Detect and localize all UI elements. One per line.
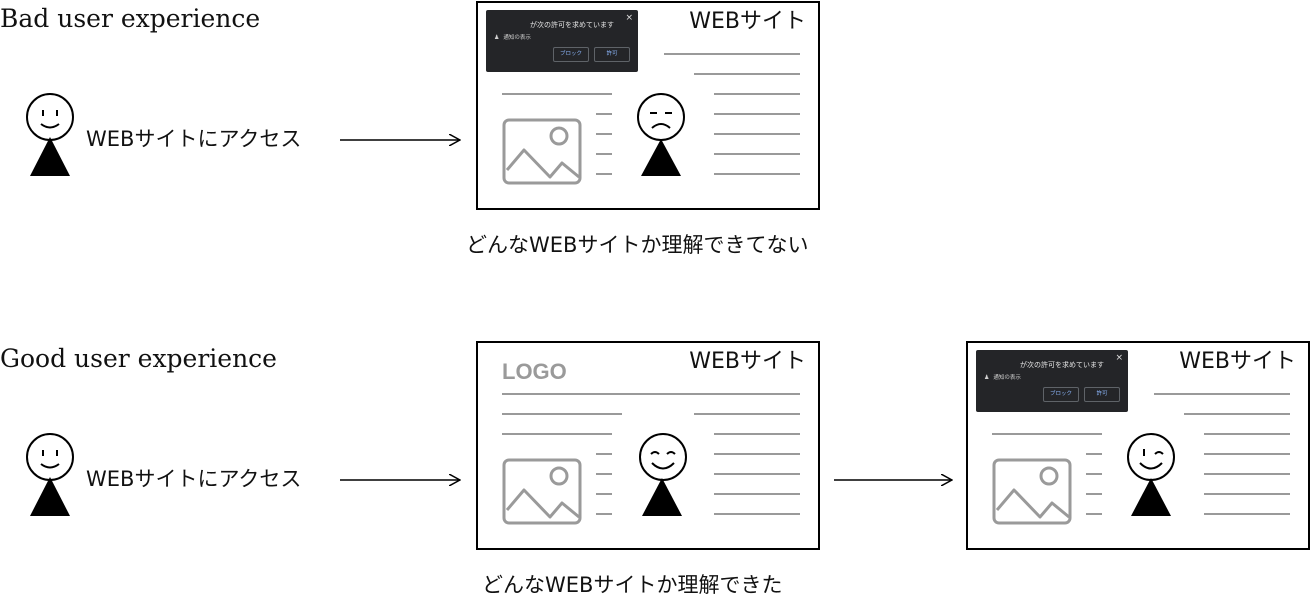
bad-caption: どんなWEBサイトか理解できてない bbox=[466, 233, 809, 257]
popup-title: が次の許可を求めています bbox=[530, 21, 614, 29]
popup-block-button[interactable]: ブロック bbox=[1043, 387, 1079, 402]
bad-site-title: WEBサイト bbox=[689, 9, 806, 34]
notification-permission-popup-later: × が次の許可を求めています ♟通知の表示 ブロック 許可 bbox=[976, 350, 1128, 412]
popup-permission-row: ♟通知の表示 bbox=[494, 33, 531, 41]
bell-icon: ♟ bbox=[494, 34, 500, 41]
popup-close-icon[interactable]: × bbox=[625, 13, 633, 23]
popup-allow-button[interactable]: 許可 bbox=[1084, 387, 1120, 402]
popup-title: が次の許可を求めています bbox=[1020, 361, 1104, 369]
popup-allow-button[interactable]: 許可 bbox=[594, 47, 630, 62]
popup-block-button[interactable]: ブロック bbox=[553, 47, 589, 62]
good-ux-heading: Good user experience bbox=[0, 344, 277, 373]
notification-permission-popup: × が次の許可を求めています ♟通知の表示 ブロック 許可 bbox=[486, 10, 638, 72]
popup-permission-label: 通知の表示 bbox=[993, 375, 1021, 381]
bad-access-label: WEBサイトにアクセス bbox=[86, 127, 302, 151]
visitor-person-icon bbox=[26, 433, 74, 516]
popup-permission-label: 通知の表示 bbox=[503, 35, 531, 41]
bad-ux-heading: Bad user experience bbox=[0, 4, 261, 33]
good-access-label: WEBサイトにアクセス bbox=[86, 467, 302, 491]
good-site-title-after: WEBサイト bbox=[1179, 349, 1296, 374]
popup-close-icon[interactable]: × bbox=[1115, 353, 1123, 363]
popup-permission-row: ♟通知の表示 bbox=[984, 373, 1021, 381]
good-site-title-initial: WEBサイト bbox=[689, 349, 806, 374]
visitor-person-icon bbox=[26, 93, 74, 176]
good-caption: どんなWEBサイトか理解できた bbox=[482, 573, 783, 597]
good-website-frame-initial: LOGO WEBサイト bbox=[476, 341, 820, 550]
bell-icon: ♟ bbox=[984, 374, 990, 381]
site-logo: LOGO bbox=[502, 359, 567, 384]
